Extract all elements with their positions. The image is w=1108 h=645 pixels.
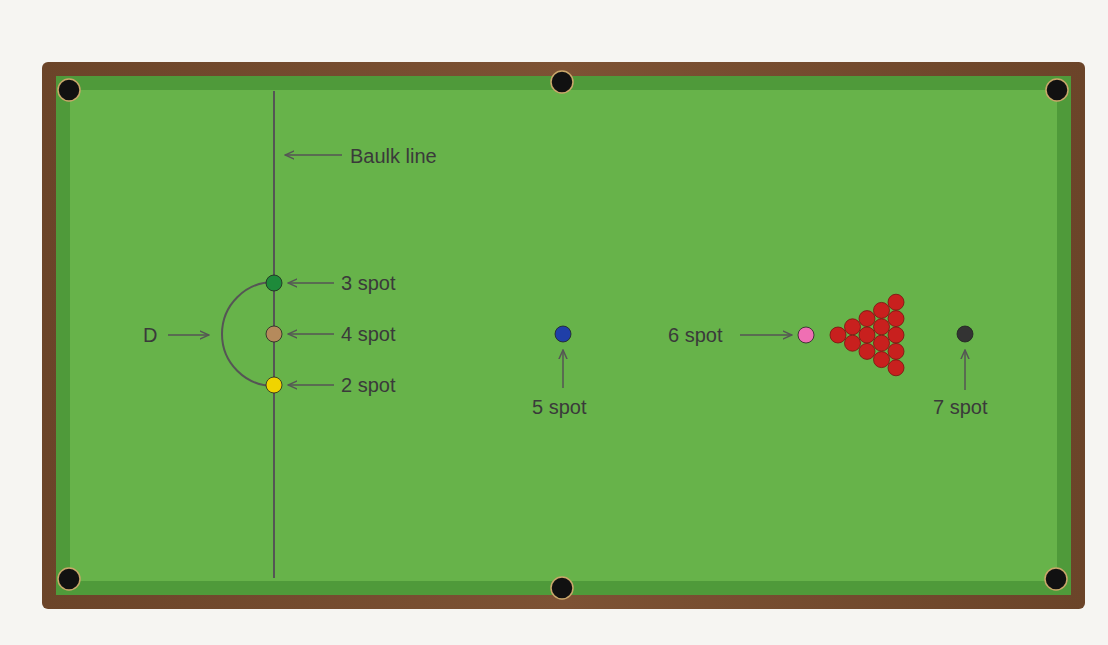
cloth xyxy=(70,90,1057,581)
table-frame xyxy=(42,62,1085,609)
line-label: Baulk line xyxy=(350,146,437,166)
spot-label: 3 spot xyxy=(341,273,395,293)
pockets xyxy=(58,71,1068,599)
spot-label: 4 spot xyxy=(341,324,395,344)
cushion xyxy=(56,76,1071,595)
leader-arrows xyxy=(168,155,965,390)
spot-label: 7 spot xyxy=(933,397,987,417)
spot-label: 2 spot xyxy=(341,375,395,395)
spot-label: 5 spot xyxy=(532,397,586,417)
area-label: D xyxy=(143,325,157,345)
red-balls xyxy=(830,294,904,376)
spot-label: 6 spot xyxy=(668,325,722,345)
